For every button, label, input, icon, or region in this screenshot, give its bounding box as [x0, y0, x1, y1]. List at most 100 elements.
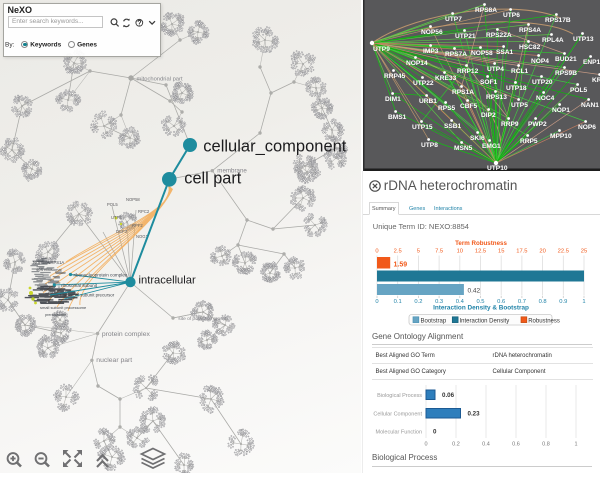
svg-text:0.2: 0.2 — [452, 442, 460, 448]
svg-text:2.5: 2.5 — [394, 249, 402, 255]
svg-text:0: 0 — [375, 249, 378, 255]
svg-text:0.9: 0.9 — [559, 299, 567, 305]
svg-text:mitochondrial part: mitochondrial part — [137, 77, 183, 83]
svg-text:15: 15 — [498, 249, 504, 255]
svg-text:ribonucleoprotein complex: ribonucleoprotein complex — [74, 273, 128, 278]
svg-text:URB1: URB1 — [419, 98, 437, 105]
svg-text:NAN1: NAN1 — [581, 102, 599, 109]
svg-text:7.5: 7.5 — [435, 249, 443, 255]
svg-text:BUD21: BUD21 — [555, 56, 577, 63]
svg-text:RPS4A: RPS4A — [519, 27, 541, 34]
svg-text:NOP58A RPS1A: NOP58A RPS1A — [33, 260, 64, 265]
svg-text:NOC4: NOC4 — [536, 95, 555, 102]
svg-text:POL5: POL5 — [107, 202, 118, 207]
svg-text:small subunit processome: small subunit processome — [40, 305, 87, 310]
svg-text:UTP9: UTP9 — [373, 46, 390, 53]
svg-text:RPS8A: RPS8A — [475, 7, 497, 14]
svg-text:RRP12: RRP12 — [457, 68, 479, 75]
svg-text:RPS5: RPS5 — [438, 105, 456, 112]
svg-text:UTP5: UTP5 — [511, 102, 528, 109]
svg-text:PWP2: PWP2 — [528, 121, 547, 128]
svg-text:Term Robustness: Term Robustness — [455, 240, 507, 247]
svg-text:CBF5: CBF5 — [460, 103, 478, 110]
svg-text:ENP1: ENP1 — [583, 59, 600, 66]
svg-text:DIM1: DIM1 — [385, 96, 401, 103]
svg-text:Cellular Component: Cellular Component — [373, 412, 422, 418]
svg-text:0.23: 0.23 — [468, 411, 481, 418]
svg-text:0.2: 0.2 — [414, 299, 422, 305]
svg-text:RPL4A: RPL4A — [542, 37, 564, 44]
svg-text:0.42: 0.42 — [468, 288, 481, 295]
svg-text:Biological Process: Biological Process — [377, 393, 422, 399]
svg-text:NOP58: NOP58 — [126, 197, 140, 202]
svg-text:NOP6: NOP6 — [578, 124, 596, 131]
svg-text:RCL1: RCL1 — [511, 68, 529, 75]
svg-text:RPF2: RPF2 — [132, 223, 143, 228]
svg-text:UTP21: UTP21 — [455, 33, 476, 40]
svg-text:RPS17B: RPS17B — [545, 17, 571, 24]
svg-text:DBP3: DBP3 — [116, 229, 128, 234]
svg-text:BMS1: BMS1 — [388, 114, 407, 121]
svg-text:0.1: 0.1 — [394, 299, 402, 305]
svg-text:RRP9: RRP9 — [501, 121, 519, 128]
svg-text:IMP3: IMP3 — [423, 48, 439, 55]
svg-text:0.06: 0.06 — [442, 392, 455, 399]
svg-text:Interaction Density: Interaction Density — [460, 318, 510, 324]
svg-text:preribosome: preribosome — [45, 313, 66, 317]
svg-text:RPS1A: RPS1A — [452, 89, 474, 96]
svg-text:protein complex: protein complex — [102, 331, 151, 338]
svg-text:cellular_component: cellular_component — [203, 138, 347, 156]
svg-text:nuclear part: nuclear part — [96, 357, 132, 364]
svg-text:0: 0 — [433, 429, 437, 436]
svg-text:RPS13: RPS13 — [486, 94, 507, 101]
svg-text:5: 5 — [417, 249, 420, 255]
svg-text:0.8: 0.8 — [542, 442, 550, 448]
svg-text:10: 10 — [457, 249, 463, 255]
svg-text:KRE33: KRE33 — [435, 75, 457, 82]
svg-text:RRP5: RRP5 — [520, 138, 538, 145]
svg-text:NOP58: NOP58 — [471, 50, 493, 57]
svg-text:NOP14: NOP14 — [406, 60, 428, 67]
svg-text:0: 0 — [424, 442, 427, 448]
svg-text:MSN5: MSN5 — [454, 145, 473, 152]
svg-text:UTP18: UTP18 — [506, 85, 527, 92]
svg-text:17.5: 17.5 — [516, 249, 527, 255]
svg-text:KRI1: KRI1 — [592, 77, 600, 84]
svg-text:0: 0 — [375, 299, 378, 305]
svg-text:SKI6: SKI6 — [470, 135, 485, 142]
svg-text:MPP10: MPP10 — [550, 133, 572, 140]
svg-text:UTP5: UTP5 — [111, 215, 122, 220]
svg-text:RPS22A: RPS22A — [486, 32, 512, 39]
svg-text:RPS9B: RPS9B — [555, 70, 577, 77]
svg-text:12.5: 12.5 — [475, 249, 486, 255]
svg-text:POL5: POL5 — [570, 87, 588, 94]
svg-text:Bootstrap: Bootstrap — [421, 318, 447, 324]
svg-text:NOP56: NOP56 — [421, 29, 443, 36]
svg-text:SSA1: SSA1 — [496, 49, 514, 56]
svg-text:RPS7A: RPS7A — [445, 51, 467, 58]
svg-text:cell part: cell part — [184, 169, 241, 187]
svg-text:UTP6: UTP6 — [503, 12, 520, 19]
svg-text:RRP45: RRP45 — [384, 73, 406, 80]
svg-text:40S ribosomal: 40S ribosomal — [36, 267, 62, 272]
svg-text:0.8: 0.8 — [539, 299, 547, 305]
svg-text:Robustness: Robustness — [528, 318, 560, 324]
svg-text:Molecular Function: Molecular Function — [376, 430, 422, 436]
svg-text:UTP8: UTP8 — [421, 142, 438, 149]
svg-text:20: 20 — [539, 249, 545, 255]
svg-text:UTP4: UTP4 — [487, 66, 504, 73]
svg-text:UTP15: UTP15 — [412, 124, 433, 131]
svg-text:RPC2: RPC2 — [138, 209, 150, 214]
svg-text:0.4: 0.4 — [482, 442, 490, 448]
svg-text:25: 25 — [581, 249, 587, 255]
svg-text:SOF1: SOF1 — [480, 79, 498, 86]
svg-text:0.6: 0.6 — [512, 442, 520, 448]
svg-text:1: 1 — [582, 299, 585, 305]
svg-text:UTP13: UTP13 — [573, 36, 594, 43]
svg-text:UTP20: UTP20 — [532, 79, 553, 86]
svg-text:ribosomal subunit: ribosomal subunit — [61, 283, 98, 288]
svg-text:site of polarized growth: site of polarized growth — [178, 316, 228, 322]
svg-text:NOP4: NOP4 — [531, 58, 549, 65]
svg-text:1.59: 1.59 — [394, 262, 408, 269]
svg-text:intracellular: intracellular — [139, 275, 196, 287]
